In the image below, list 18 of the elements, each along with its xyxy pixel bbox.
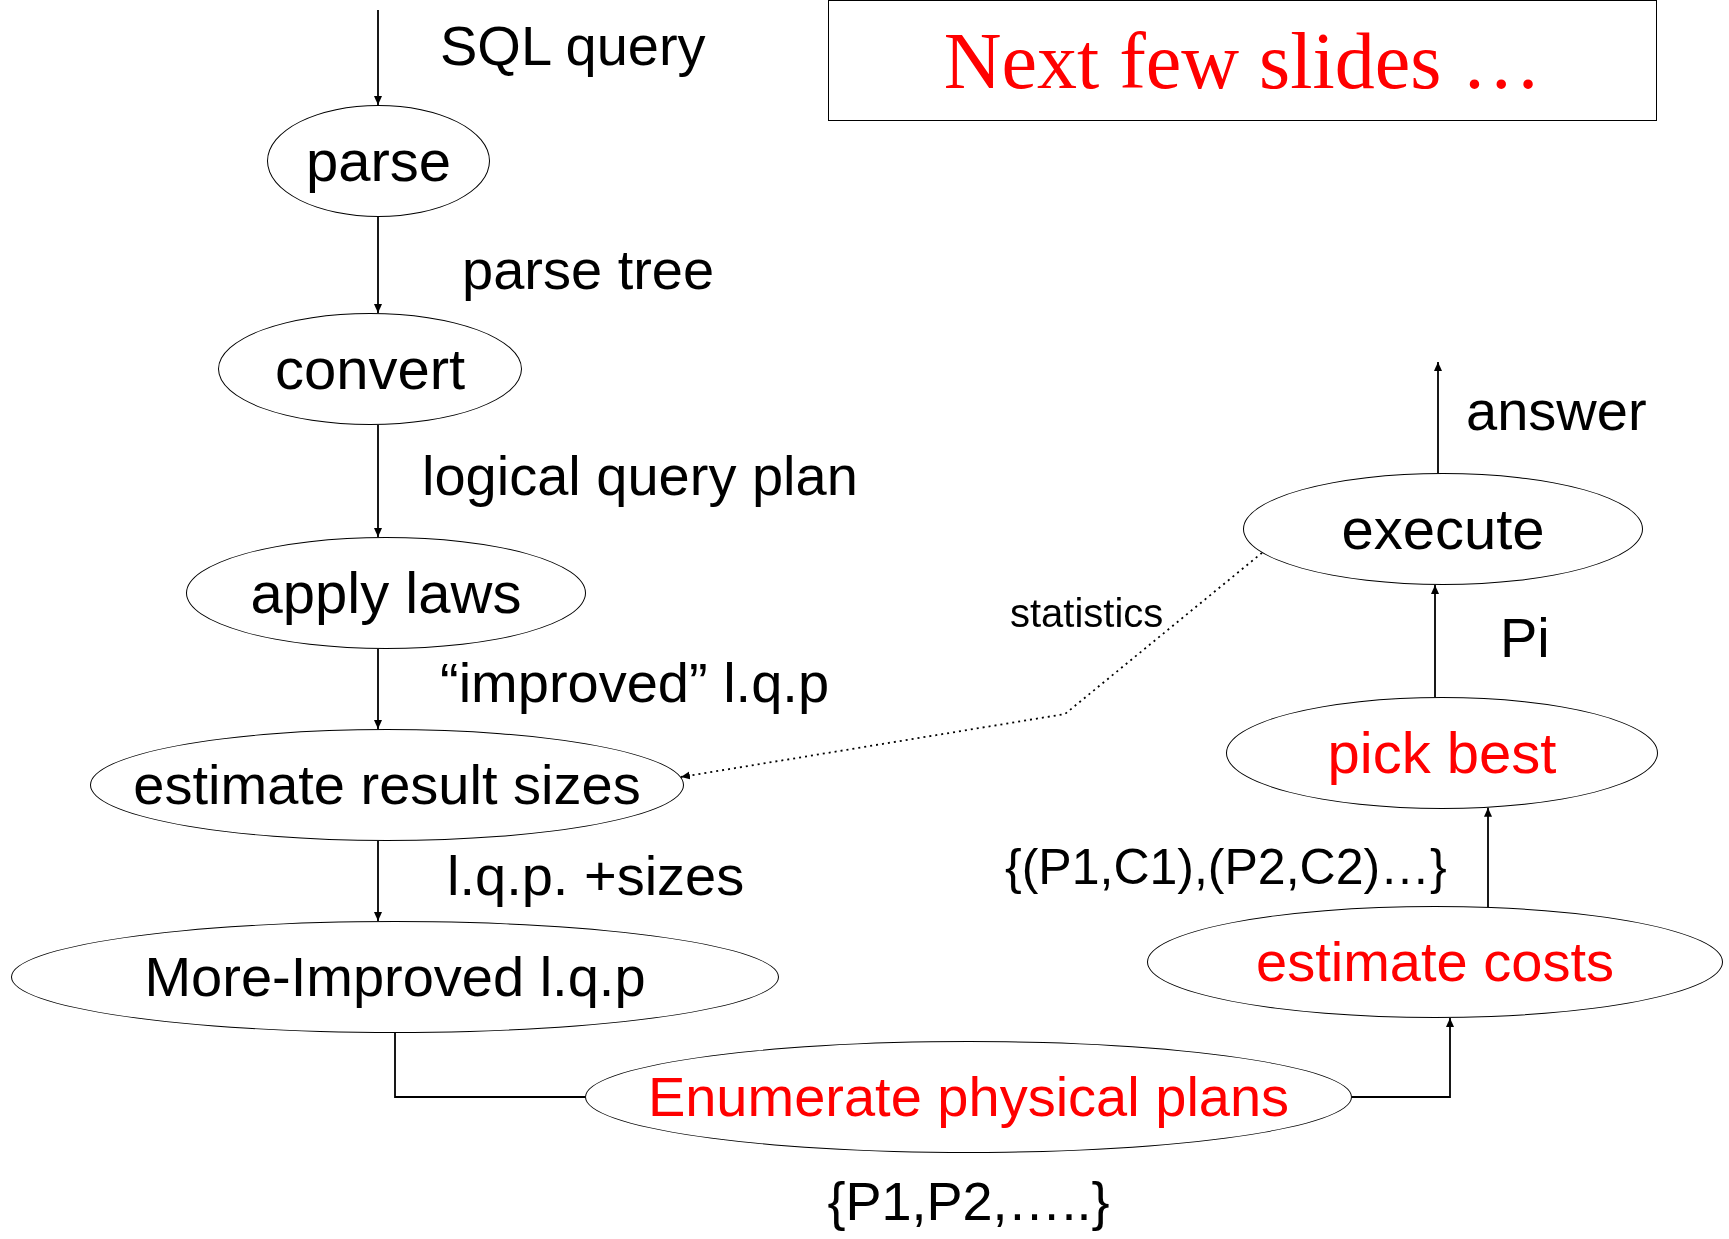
node-label: estimate costs xyxy=(1256,934,1614,990)
set-label: {P1,P2,…..} xyxy=(826,1170,1111,1232)
arrow xyxy=(374,424,382,538)
arrow xyxy=(1434,361,1442,474)
arrow xyxy=(374,840,382,922)
connector-line xyxy=(394,1032,586,1098)
arrow xyxy=(374,648,382,730)
arrow xyxy=(1484,806,1492,908)
arrow xyxy=(374,216,382,314)
node-label: convert xyxy=(274,340,466,398)
node-label: execute xyxy=(1341,500,1545,558)
node-label: Next few slides … xyxy=(943,20,1542,101)
node-label: estimate result sizes xyxy=(133,757,641,813)
arrow xyxy=(1351,1017,1454,1098)
note-box xyxy=(828,0,1657,121)
arrow xyxy=(1431,584,1439,698)
arrow xyxy=(374,9,382,106)
dotted-arrow xyxy=(680,551,1263,780)
